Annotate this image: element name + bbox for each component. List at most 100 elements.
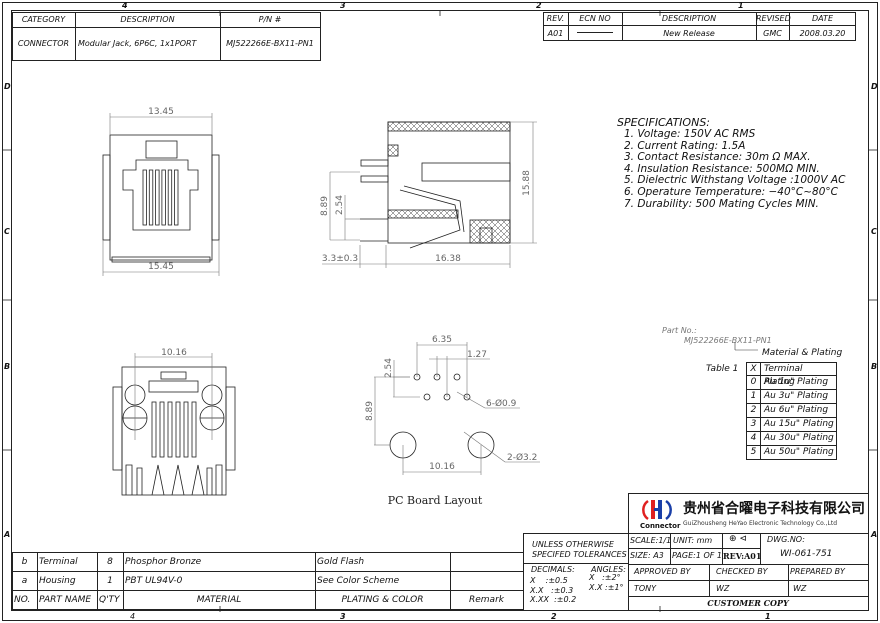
contact-slot <box>167 169 173 226</box>
front-right-tab <box>211 154 220 241</box>
decimal-x: X :±0.5 <box>530 576 568 585</box>
tolerance-line-1: UNLESS OTHERWISE <box>532 540 614 549</box>
side-contact <box>399 185 465 249</box>
contact-slot <box>161 169 166 226</box>
material-plating-callout: Material & Plating <box>762 348 843 358</box>
side-post <box>360 159 389 167</box>
rear-pins <box>125 464 223 496</box>
ecn-header: ECN NO <box>579 14 611 23</box>
rear-contact <box>167 401 173 458</box>
company-name-en: GuiZhousheng HeYao Electronic Technology… <box>683 520 838 527</box>
header-table <box>12 12 321 61</box>
side-cavity <box>421 162 511 182</box>
front-housing <box>109 134 213 261</box>
bom-qty: 1 <box>107 576 113 586</box>
spec-item: 1. Voltage: 150V AC RMS <box>624 128 756 140</box>
revised-value: GMC <box>763 29 782 38</box>
spec-item: 4. Insulation Resistance: 500MΩ MIN. <box>624 162 820 175</box>
dim-label: 8.89 <box>365 401 375 421</box>
rear-key <box>148 380 199 393</box>
side-post <box>360 175 389 183</box>
side-hatch-bottom <box>387 209 459 219</box>
spec-item: 6. Operature Temperature: −40°C~80°C <box>624 185 838 198</box>
scale: SCALE:1/1 <box>630 536 672 545</box>
pcb-hole <box>423 393 431 401</box>
checked-label: CHECKED BY <box>716 567 768 576</box>
contact-slot <box>155 169 160 226</box>
front-latch <box>145 140 178 159</box>
front-base <box>111 256 211 263</box>
projection-symbol-icon: ⊕ ⊲ <box>729 534 747 544</box>
contact-slot <box>174 169 179 226</box>
bom-plating-header: PLATING & COLOR <box>341 595 424 605</box>
decimal-xxx: X.XX :±0.2 <box>530 595 577 604</box>
dim-label: 6-Ø0.9 <box>486 398 517 409</box>
plating-desc: Au 1u" Plating <box>764 377 829 387</box>
table-1-label: Table 1 <box>706 364 739 374</box>
bom-part-name: Housing <box>39 576 76 586</box>
plating-desc: Au 50u" Plating <box>764 447 834 457</box>
zone-3-bottom: 3 <box>340 612 346 621</box>
zone-4: 4 <box>122 1 128 10</box>
angles-label: ANGLES: <box>591 565 626 574</box>
zone-2: 2 <box>536 1 542 10</box>
bom-remark-header: Remark <box>469 595 504 605</box>
side-hatch-foot <box>469 219 511 244</box>
part-no-label: Part No.: <box>662 326 697 335</box>
dim-label: 2-Ø3.2 <box>507 452 537 463</box>
ecn-blank-line <box>577 32 613 33</box>
description-header: DESCRIPTION <box>120 15 175 24</box>
front-left-tab <box>102 154 111 241</box>
spec-item: 7. Durability: 500 Mating Cycles MIN. <box>624 197 819 210</box>
zone-c-right: C <box>871 227 877 236</box>
unit: UNIT: mm <box>673 536 713 545</box>
dim-label: 1.27 <box>467 350 487 360</box>
date-value: 2008.03.20 <box>799 29 846 38</box>
plating-code: 5 <box>747 446 761 459</box>
rear-right-tab <box>225 386 236 471</box>
rear-contact <box>175 401 181 458</box>
size: SIZE: A3 <box>630 551 664 560</box>
rev-description-header: DESCRIPTION <box>661 14 717 23</box>
plating-code: 1 <box>747 390 761 403</box>
category-header: CATEGORY <box>21 15 66 24</box>
side-hatch <box>387 144 399 157</box>
angle-x: X :±2° <box>589 573 621 582</box>
prepared-name: WZ <box>793 584 807 593</box>
plating-desc: Terminal Plating <box>763 364 803 387</box>
dim-label: 8.89 <box>320 196 330 216</box>
front-jack-opening <box>122 159 199 231</box>
rear-contact <box>151 401 157 458</box>
plating-code: 3 <box>747 418 761 431</box>
plating-desc: Au 6u" Plating <box>764 405 829 415</box>
rear-contact <box>159 401 165 458</box>
side-top-wall <box>387 121 511 132</box>
bom-part-name-header: PART NAME <box>39 595 92 605</box>
pcb-hole <box>453 373 461 381</box>
dwg-no-label: DWG.NO: <box>767 535 805 544</box>
leader <box>463 431 506 463</box>
zone-d-right: D <box>871 82 878 91</box>
pn-header: P/N # <box>258 15 282 24</box>
leader <box>456 391 486 409</box>
plating-code: 4 <box>747 432 761 445</box>
zone-c: C <box>4 227 10 236</box>
dim-label: 3.3±0.3 <box>322 254 358 264</box>
zone-b-right: B <box>871 362 878 371</box>
logo-text: Connector <box>640 522 681 530</box>
zone-b: B <box>4 362 11 371</box>
plating-desc: Au 30u" Plating <box>764 433 834 443</box>
prepared-label: PREPARED BY <box>790 567 845 576</box>
side-slot <box>479 227 493 244</box>
zone-1-bottom: 1 <box>765 612 771 621</box>
revision-table <box>543 12 856 41</box>
company-name-cn: 贵州省合曜电子科技有限公司 <box>683 501 865 517</box>
spec-item: 3. Contact Resistance: 30m Ω MAX. <box>624 151 811 164</box>
